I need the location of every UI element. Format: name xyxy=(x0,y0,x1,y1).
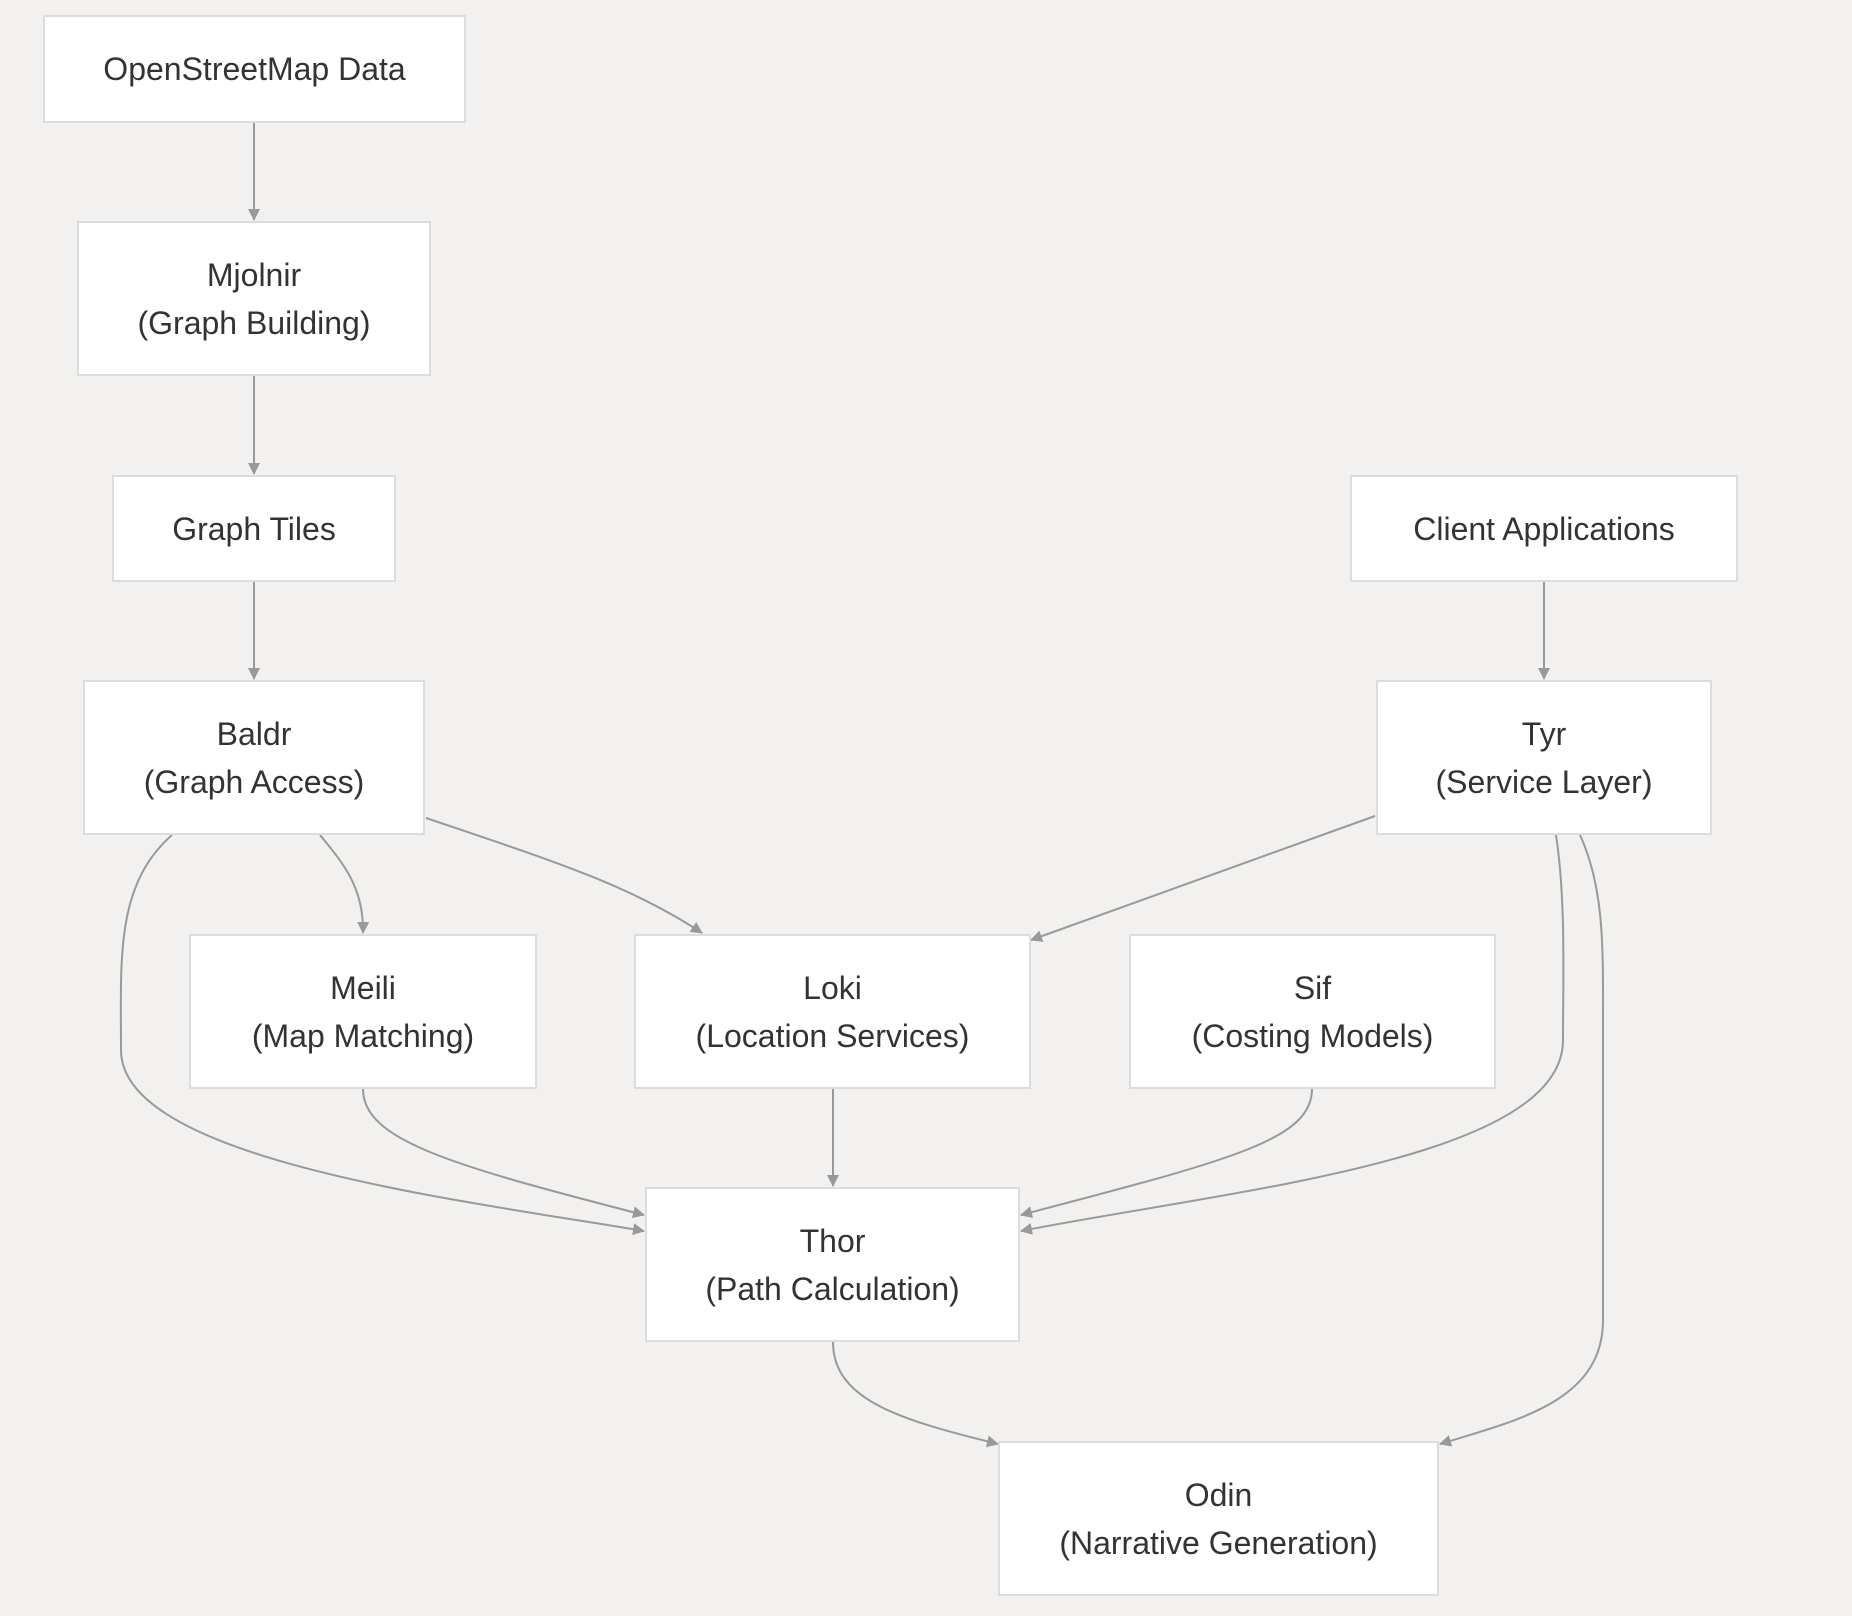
node-odin: Odin (Narrative Generation) xyxy=(998,1441,1439,1596)
node-label: Loki xyxy=(803,969,862,1006)
node-sublabel: (Location Services) xyxy=(695,1017,970,1054)
node-openstreetmap-data: OpenStreetMap Data xyxy=(43,15,466,123)
node-sublabel: (Narrative Generation) xyxy=(1059,1524,1378,1561)
node-graph-tiles: Graph Tiles xyxy=(112,475,396,582)
node-loki: Loki (Location Services) xyxy=(634,934,1031,1089)
edge-tyr-odin xyxy=(1439,834,1605,1447)
node-baldr: Baldr (Graph Access) xyxy=(83,680,425,835)
edge-tyr-thor xyxy=(1020,834,1565,1235)
node-sublabel: (Map Matching) xyxy=(251,1017,475,1054)
node-client-applications: Client Applications xyxy=(1350,475,1738,582)
edge-baldr-loki xyxy=(425,817,703,934)
node-sublabel: (Service Layer) xyxy=(1435,763,1653,800)
node-label: Client Applications xyxy=(1413,510,1675,547)
node-label: Meili xyxy=(330,969,396,1006)
node-sublabel: (Path Calculation) xyxy=(705,1270,960,1307)
edge-meili-thor xyxy=(362,1088,645,1219)
node-tyr: Tyr (Service Layer) xyxy=(1376,680,1712,835)
node-thor: Thor (Path Calculation) xyxy=(645,1187,1020,1342)
edge-thor-odin xyxy=(832,1341,999,1448)
edge-baldr-thor xyxy=(119,834,645,1236)
node-label: Odin xyxy=(1184,1476,1253,1513)
node-label: OpenStreetMap Data xyxy=(103,51,406,87)
node-meili: Meili (Map Matching) xyxy=(189,934,537,1089)
node-label: Tyr xyxy=(1521,715,1567,752)
node-sif: Sif (Costing Models) xyxy=(1129,934,1496,1089)
edge-sif-thor xyxy=(1020,1088,1313,1219)
edge-baldr-meili xyxy=(319,834,370,934)
node-sublabel: (Costing Models) xyxy=(1191,1017,1434,1054)
node-label: Sif xyxy=(1293,969,1332,1006)
node-label: Mjolnir xyxy=(206,256,302,293)
node-label: Baldr xyxy=(216,715,292,752)
node-sublabel: (Graph Building) xyxy=(137,304,371,341)
edge-tyr-loki xyxy=(1030,815,1376,942)
node-mjolnir: Mjolnir (Graph Building) xyxy=(77,221,431,376)
node-sublabel: (Graph Access) xyxy=(143,763,365,800)
node-label: Thor xyxy=(799,1222,866,1259)
node-label: Graph Tiles xyxy=(172,510,336,547)
